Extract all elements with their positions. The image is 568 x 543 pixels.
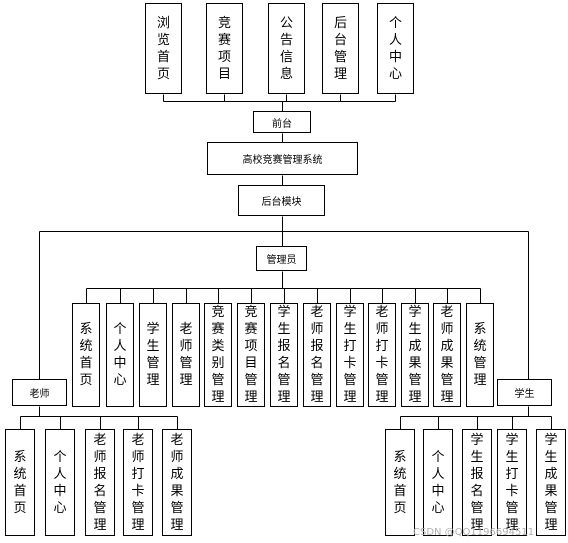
top-item-0: 浏览首页: [145, 3, 182, 94]
admin-item-3: 老师管理: [172, 303, 200, 407]
admin-item-1: 个人中心: [106, 303, 134, 407]
top-item-3: 后台管理: [322, 3, 359, 94]
teacher-item-4: 老师成果管理: [162, 429, 192, 536]
backend-node: 后台模块: [238, 185, 325, 216]
admin-item-4: 竞赛类别管理: [204, 303, 232, 407]
student-item-0: 系统首页: [385, 429, 415, 536]
student-item-1: 个人中心: [423, 429, 453, 536]
admin-node: 管理员: [256, 246, 307, 271]
top-item-2: 公告信息: [268, 3, 305, 94]
admin-item-8: 学生打卡管理: [336, 303, 364, 407]
top-item-1: 竞赛项目: [206, 3, 243, 94]
admin-item-10: 学生成果管理: [401, 303, 429, 407]
admin-item-5: 竞赛项目管理: [237, 303, 265, 407]
student-node: 学生: [497, 379, 552, 406]
teacher-item-1: 个人中心: [45, 429, 75, 536]
admin-item-12: 系统管理: [466, 303, 494, 407]
admin-item-11: 老师成果管理: [433, 303, 461, 407]
admin-item-7: 老师报名管理: [303, 303, 331, 407]
student-item-3: 学生打卡管理: [497, 429, 527, 536]
watermark: CSDN @QQ1196694511: [413, 527, 535, 538]
top-item-4: 个人中心: [377, 3, 414, 94]
teacher-node: 老师: [12, 379, 67, 406]
admin-item-9: 老师打卡管理: [368, 303, 396, 407]
teacher-item-0: 系统首页: [5, 429, 35, 536]
student-item-2: 学生报名管理: [462, 429, 492, 536]
system-title-node: 高校竞赛管理系统: [207, 142, 358, 175]
front-node: 前台: [253, 111, 311, 133]
admin-item-0: 系统首页: [72, 303, 100, 407]
teacher-item-2: 老师报名管理: [85, 429, 115, 536]
teacher-item-3: 老师打卡管理: [123, 429, 153, 536]
admin-item-2: 学生管理: [139, 303, 167, 407]
student-item-4: 学生成果管理: [536, 429, 566, 536]
admin-item-6: 学生报名管理: [270, 303, 298, 407]
